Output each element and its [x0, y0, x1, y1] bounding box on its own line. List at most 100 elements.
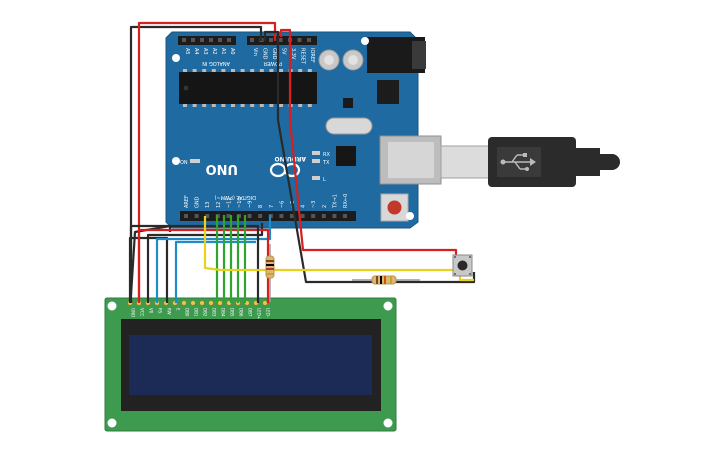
header-pin-hole[interactable]: [218, 38, 222, 42]
mount-hole: [406, 212, 414, 220]
chip-pin: [307, 104, 312, 107]
wire-red-button[interactable]: [279, 28, 458, 262]
power-pin-label: Vin: [252, 48, 258, 56]
header-pin-hole[interactable]: [184, 214, 188, 218]
chip-pin: [250, 69, 255, 72]
header-pin-hole[interactable]: [297, 38, 302, 42]
power-jack-tip: [412, 41, 426, 69]
lcd-pin-label: DB3: [212, 308, 217, 317]
reset-button-cap[interactable]: [387, 200, 402, 215]
header-pin-hole[interactable]: [182, 38, 186, 42]
lcd-pin[interactable]: [217, 300, 223, 306]
analog-pin-label: A4: [193, 48, 199, 55]
lcd-pin[interactable]: [262, 300, 268, 306]
lcd-pin-label: V0: [149, 308, 154, 314]
digital-pin-label: 2: [322, 205, 328, 208]
mount-hole: [172, 157, 180, 165]
resistor-horizontal[interactable]: [352, 275, 420, 285]
lcd-mount-hole: [107, 301, 117, 311]
analog-pin-label: A3: [202, 48, 208, 55]
wire-black-lcd-gnd-loop[interactable]: [129, 224, 172, 296]
chip-pin: [183, 104, 187, 107]
chip-pin: [231, 69, 235, 72]
digital-pin-label: GND: [195, 196, 201, 208]
header-pin-hole[interactable]: [191, 38, 195, 42]
chip-pin: [279, 69, 283, 72]
pushbutton-cap[interactable]: [457, 260, 468, 271]
header-pin-hole[interactable]: [269, 38, 273, 42]
header-pin-hole[interactable]: [205, 214, 210, 218]
model-text: UNO: [206, 161, 239, 176]
digital-pin-label: TX→1: [332, 194, 338, 209]
digital-header: [180, 211, 356, 221]
lcd-pin[interactable]: [181, 300, 187, 306]
lcd-pin[interactable]: [190, 300, 196, 306]
resistor-vertical[interactable]: [265, 244, 275, 302]
chip-pin: [192, 69, 197, 72]
usb-cable-end: [604, 154, 620, 170]
l-led: [312, 176, 320, 180]
lcd-pin[interactable]: [208, 300, 214, 306]
chip-pin: [240, 104, 245, 107]
wire-blue-lcd-e[interactable]: [174, 240, 256, 303]
rx-label: RX: [323, 152, 330, 158]
mount-hole: [361, 37, 369, 45]
chip-pin: [307, 69, 312, 72]
wire-blue-lcd-rs[interactable]: [155, 215, 272, 303]
lcd-screen: [129, 335, 372, 395]
header-pin-hole[interactable]: [278, 38, 283, 42]
header-pin-hole[interactable]: [290, 214, 294, 218]
mount-hole: [172, 54, 180, 62]
chip-pin: [183, 69, 187, 72]
digital-pin-label: 4: [301, 205, 307, 208]
lcd-pin-label: LED+: [257, 308, 262, 319]
wire-black-gnd[interactable]: [129, 25, 263, 303]
chip-notch: [183, 85, 189, 91]
header-pin-hole[interactable]: [258, 214, 263, 218]
digital-pin-label: RX←0: [343, 194, 349, 208]
l-label: L: [323, 177, 326, 183]
lcd-pin-label: DB4: [221, 308, 226, 317]
capacitor-top: [348, 55, 358, 65]
chip-pin: [279, 104, 283, 107]
header-pin-hole[interactable]: [307, 38, 311, 42]
wire-black-gnd-2[interactable]: [263, 30, 476, 284]
lcd-pin-label: VCC: [140, 308, 145, 317]
header-pin-hole[interactable]: [250, 38, 254, 42]
arduino-logo: ARDUINO: [269, 155, 306, 178]
header-pin-hole[interactable]: [321, 214, 326, 218]
lcd-pin-label: DB7: [248, 308, 253, 317]
header-pin-hole[interactable]: [227, 38, 231, 42]
chip-pin: [231, 104, 235, 107]
header-pin-hole[interactable]: [209, 38, 213, 42]
lcd-pin-label: DB5: [230, 308, 235, 317]
on-led-label: ON: [180, 160, 188, 166]
header-pin-hole[interactable]: [300, 214, 305, 218]
chip-pin: [259, 69, 264, 72]
header-pin-hole[interactable]: [200, 38, 204, 42]
header-pin-hole[interactable]: [279, 214, 284, 218]
chip-pin: [269, 104, 274, 107]
header-pin-hole[interactable]: [247, 214, 252, 218]
digital-pin-label: ~3: [311, 201, 317, 208]
usb-b-port-face: [388, 142, 434, 178]
pushbutton[interactable]: [452, 254, 473, 277]
chip-pin: [298, 69, 303, 72]
wire-black-lcd-ledk[interactable]: [129, 224, 260, 303]
header-pin-hole[interactable]: [226, 214, 231, 218]
power-pin-label: RESET: [300, 48, 306, 65]
lcd-pin-label: DB1: [194, 308, 199, 317]
header-pin-hole[interactable]: [343, 214, 347, 218]
header-pin-hole[interactable]: [194, 214, 199, 218]
header-pin-hole[interactable]: [311, 214, 316, 218]
lcd-mount-hole: [107, 418, 117, 428]
chip-pin: [298, 104, 303, 107]
header-pin-hole[interactable]: [332, 214, 337, 218]
lcd-pin[interactable]: [199, 300, 205, 306]
digital-pin-label: ~11: [226, 197, 232, 208]
wire-yellow-button[interactable]: [203, 216, 474, 282]
analog-pin-label: A0: [229, 48, 235, 55]
chip-pin: [202, 69, 207, 72]
